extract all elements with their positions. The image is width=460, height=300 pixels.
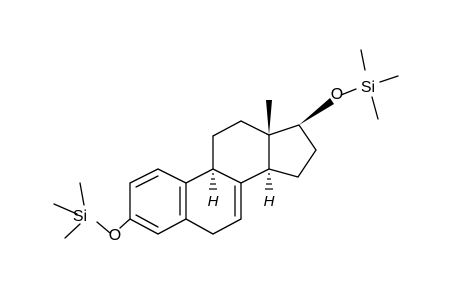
si-methyl-bond: [371, 96, 379, 120]
bond: [119, 218, 131, 229]
si-methyl-bond: [53, 203, 78, 215]
si-methyl-bond: [64, 223, 81, 239]
bond: [157, 168, 187, 184]
bond: [185, 218, 214, 235]
ring-c-bonds: [212, 120, 270, 184]
si-methyl-bond: [379, 75, 399, 83]
silicon-right-label: Si: [361, 79, 375, 96]
oxygen-left-label: O: [109, 227, 121, 244]
bond: [129, 218, 159, 235]
h9-hash-bond: [209, 173, 217, 190]
bond: [297, 149, 317, 178]
bond: [212, 120, 242, 137]
si-methyl-bond: [79, 182, 85, 206]
left-tms-ether: [53, 182, 131, 239]
h9-label: H: [208, 193, 219, 210]
bond: [240, 120, 270, 136]
bond: [185, 168, 214, 184]
bond: [129, 168, 159, 184]
bond: [240, 168, 270, 184]
bond: [298, 124, 317, 151]
bond: [212, 168, 242, 184]
ring-b-bonds: [185, 168, 242, 235]
c17-oxygen-wedge: [299, 98, 334, 125]
bond: [340, 88, 357, 96]
h14-label: H: [264, 193, 275, 210]
double-bond: [135, 175, 159, 188]
bond: [268, 168, 299, 178]
bond: [96, 221, 111, 234]
silicon-left-label: Si: [73, 208, 87, 225]
right-tms-ether: [340, 49, 399, 120]
bond: [157, 218, 187, 235]
ring-d-bonds: [268, 124, 317, 178]
si-methyl-bond: [360, 49, 366, 71]
ring-a-bonds: [129, 168, 187, 235]
oxygen-right-label: O: [331, 86, 343, 103]
double-bond: [135, 214, 159, 228]
methyl-wedge: [266, 100, 272, 135]
h14-hash-bond: [265, 173, 273, 190]
bond: [212, 218, 242, 235]
bond: [268, 124, 300, 136]
